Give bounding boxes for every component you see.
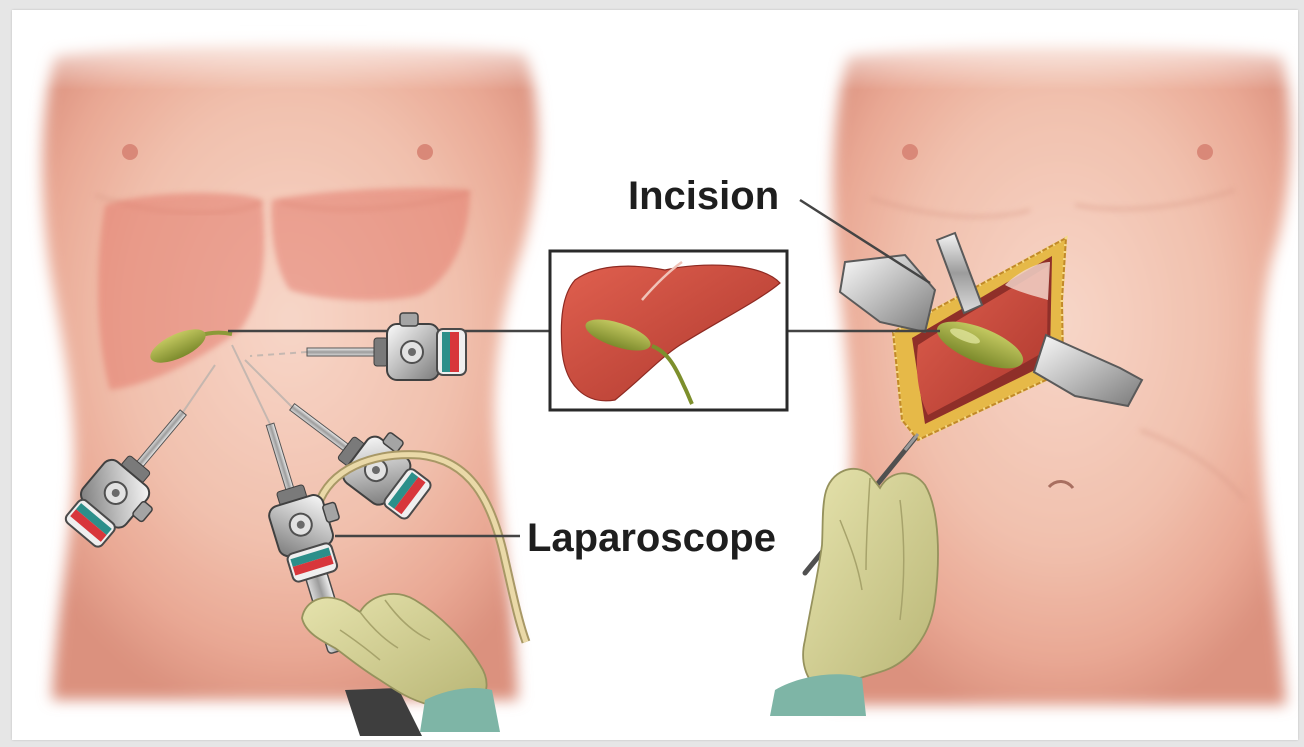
right-sleeve: [770, 674, 866, 716]
left-nipple-left: [122, 144, 138, 160]
right-nipple-right: [1197, 144, 1213, 160]
top-fade: [30, 26, 1298, 90]
left-nipple-right: [417, 144, 433, 160]
label-incision: Incision: [628, 174, 779, 218]
right-nipple-left: [902, 144, 918, 160]
label-laparoscope: Laparoscope: [527, 516, 776, 560]
liver-inset: [550, 251, 787, 410]
